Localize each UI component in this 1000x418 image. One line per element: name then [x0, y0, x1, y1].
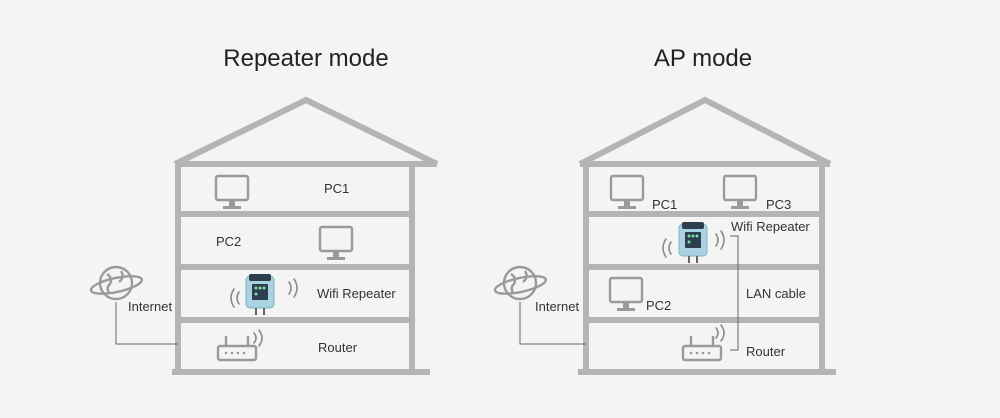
- ap-lan-cable-line: [730, 235, 739, 351]
- repeater-pc2-monitor-icon: [318, 225, 354, 260]
- ap-pc1-monitor-icon: [609, 174, 645, 209]
- ap-roof: [578, 96, 832, 167]
- ap-mode-title: AP mode: [654, 45, 752, 72]
- ap-wifi-device-icon: [662, 222, 725, 263]
- repeater-router-label: Router: [318, 340, 358, 355]
- ap-internet-label: Internet: [535, 299, 579, 314]
- ap-pc2-label: PC2: [646, 298, 671, 313]
- ap-pc2-monitor-icon: [608, 276, 644, 311]
- ap-pc3-label: PC3: [766, 197, 791, 212]
- ap-pc1-label: PC1: [652, 197, 677, 212]
- repeater-wifi-device-icon: [230, 274, 298, 315]
- repeater-router-icon: [216, 329, 263, 362]
- repeater-wifi-repeater-label: Wifi Repeater: [317, 286, 396, 301]
- ap-wifi-repeater-label: Wifi Repeater: [731, 219, 810, 234]
- ap-lan-cable-label: LAN cable: [746, 286, 806, 301]
- ap-router-icon: [681, 324, 725, 362]
- ap-pc3-monitor-icon: [722, 174, 758, 209]
- repeater-roof: [173, 96, 439, 167]
- ap-mode-panel: AP mode PC1 PC3: [493, 45, 836, 375]
- ap-internet-cable: [519, 302, 586, 345]
- ap-router-label: Router: [746, 344, 786, 359]
- repeater-internet-globe-icon: [89, 265, 144, 301]
- repeater-pc2-label: PC2: [216, 234, 241, 249]
- ap-internet-globe-icon: [493, 265, 548, 301]
- repeater-mode-title: Repeater mode: [223, 45, 388, 72]
- repeater-internet-label: Internet: [128, 299, 172, 314]
- repeater-internet-cable: [115, 302, 178, 345]
- repeater-pc1-label: PC1: [324, 181, 349, 196]
- repeater-pc1-monitor-icon: [214, 174, 250, 209]
- ap-house: [578, 96, 836, 375]
- repeater-house: [172, 96, 439, 375]
- repeater-mode-panel: Repeater mode PC1 PC2: [89, 45, 439, 375]
